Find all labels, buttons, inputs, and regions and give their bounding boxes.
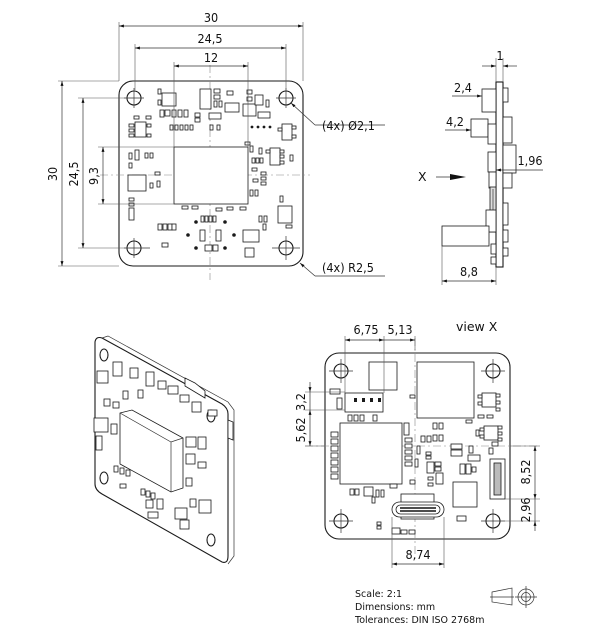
top-view-dimensions: 30 24,5 12 30 24,5 9,3 bbox=[45, 10, 304, 267]
title-block: Scale: 2:1 Dimensions: mm Tolerances: DI… bbox=[354, 586, 537, 626]
board-outline bbox=[118, 80, 304, 267]
dim-right-v-b: 2,96 bbox=[518, 497, 533, 522]
dim-back-height: 1,96 bbox=[517, 153, 542, 168]
dim-width-overall: 30 bbox=[204, 10, 218, 25]
view-arrow-label: X bbox=[418, 169, 427, 184]
view-x-holes bbox=[329, 359, 505, 533]
dim-usb-width: 8,74 bbox=[405, 547, 430, 562]
smd-components bbox=[127, 88, 297, 258]
top-view-callouts: (4x) Ø2,1 (4x) R2,5 bbox=[290, 102, 385, 277]
scale-note: Scale: 2:1 bbox=[355, 589, 402, 600]
dim-hole-spacing-h: 24,5 bbox=[197, 31, 222, 46]
dim-chip-width: 12 bbox=[204, 50, 218, 65]
dim-comp-height-2: 4,2 bbox=[446, 114, 464, 129]
dim-connector-depth: 8,8 bbox=[460, 264, 478, 279]
dim-left-v-b: 3,2 bbox=[293, 393, 308, 411]
dim-right-v-a: 8,52 bbox=[518, 459, 533, 484]
dim-conn-offset-b: 5,13 bbox=[387, 322, 412, 337]
radius-callout: (4x) R2,5 bbox=[322, 260, 374, 275]
dim-comp-height-1: 2,4 bbox=[454, 80, 472, 95]
dimensions-note: Dimensions: mm bbox=[355, 602, 435, 613]
view-x-arrow: X bbox=[418, 169, 466, 184]
hole-callout: (4x) Ø2,1 bbox=[322, 118, 375, 133]
iso-components bbox=[93, 361, 218, 530]
main-chip bbox=[173, 146, 249, 205]
dim-left-v-a: 5,62 bbox=[293, 417, 308, 442]
crosshair-circle-icon bbox=[515, 586, 537, 608]
dim-hole-spacing-v: 24,5 bbox=[66, 161, 81, 186]
top-view: 30 24,5 12 30 24,5 9,3 bbox=[45, 10, 385, 280]
side-view: 1 2,4 4,2 1,96 8,8 X bbox=[418, 48, 543, 285]
dim-height-overall: 30 bbox=[45, 167, 60, 181]
dim-conn-offset-a: 6,75 bbox=[353, 322, 378, 337]
board-edge bbox=[495, 81, 504, 268]
view-x-dimensions: 6,75 5,13 3,2 5,62 8,52 2,96 8,74 bbox=[293, 322, 540, 568]
dim-board-thickness: 1 bbox=[496, 48, 503, 63]
usb-c-connector bbox=[391, 493, 445, 520]
isometric-view bbox=[93, 335, 235, 565]
dim-chip-offset: 9,3 bbox=[86, 167, 101, 185]
first-angle-projection-cone-icon bbox=[490, 587, 514, 606]
tolerances-note: Tolerances: DIN ISO 2768m bbox=[354, 615, 484, 626]
view-x-components bbox=[329, 361, 506, 535]
view-x: view X bbox=[293, 319, 540, 568]
view-x-title: view X bbox=[456, 319, 498, 334]
